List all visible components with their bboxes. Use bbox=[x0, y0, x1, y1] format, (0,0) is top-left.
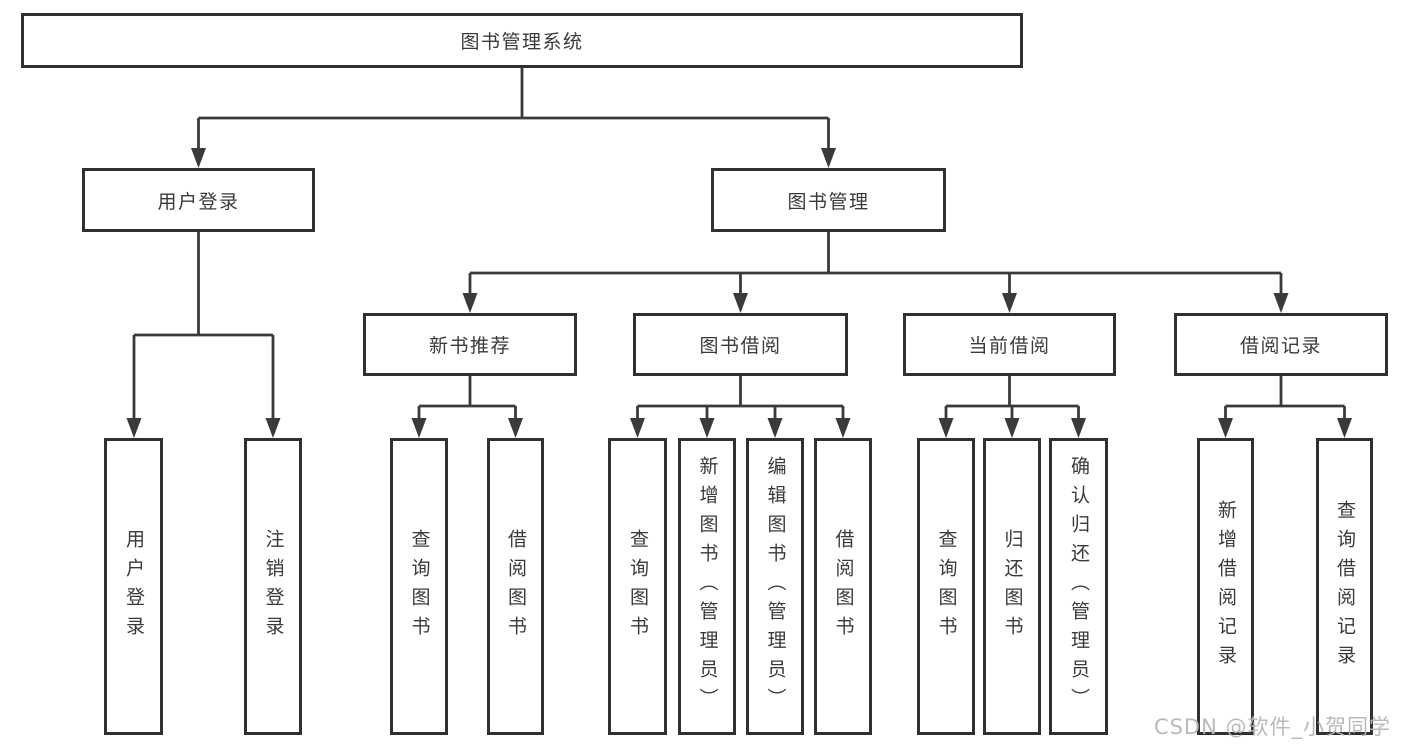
arrowheads bbox=[126, 148, 1352, 438]
leaf-label: 新增借阅记录 bbox=[1215, 499, 1237, 674]
leaf-label: 编辑图书（管理员） bbox=[764, 456, 787, 717]
leaf-label: 查询图书 bbox=[935, 528, 958, 645]
node-user-login: 用户登录 bbox=[82, 168, 315, 232]
leaf-label: 借阅图书 bbox=[505, 528, 527, 645]
leaf-query-books-current: 查询图书 bbox=[917, 438, 975, 735]
leaf-label: 查询图书 bbox=[408, 528, 431, 645]
leaf-add-book-admin: 新增图书（管理员） bbox=[678, 438, 736, 735]
node-book-management: 图书管理 bbox=[711, 168, 946, 232]
node-new-book-recommendation: 新书推荐 bbox=[363, 313, 577, 376]
leaf-logout: 注销登录 bbox=[244, 438, 302, 735]
leaf-label: 注销登录 bbox=[262, 528, 285, 645]
node-label: 图书管理 bbox=[787, 190, 870, 213]
leaf-label: 新增图书（管理员） bbox=[696, 456, 719, 717]
node-borrowing-records: 借阅记录 bbox=[1174, 313, 1388, 376]
leaf-label: 查询借阅记录 bbox=[1334, 499, 1356, 674]
leaf-label: 归还图书 bbox=[1001, 528, 1024, 645]
node-label: 新书推荐 bbox=[428, 335, 511, 357]
node-label: 用户登录 bbox=[157, 190, 240, 213]
leaf-return-books: 归还图书 bbox=[983, 438, 1041, 735]
leaf-label: 确认归还（管理员） bbox=[1068, 456, 1090, 717]
node-label: 图书借阅 bbox=[699, 335, 782, 357]
leaf-borrow-books: 借阅图书 bbox=[814, 438, 872, 735]
leaf-confirm-return-admin: 确认归还（管理员） bbox=[1049, 438, 1108, 735]
leaf-query-borrow-record: 查询借阅记录 bbox=[1316, 438, 1373, 735]
leaf-query-books-borrowing: 查询图书 bbox=[608, 438, 667, 735]
leaf-label: 查询图书 bbox=[627, 528, 649, 645]
node-label: 图书管理系统 bbox=[460, 31, 584, 53]
node-book-borrowing: 图书借阅 bbox=[633, 313, 848, 376]
leaf-add-borrow-record: 新增借阅记录 bbox=[1197, 438, 1254, 735]
node-current-borrowing: 当前借阅 bbox=[903, 313, 1116, 376]
leaf-user-login: 用户登录 bbox=[104, 438, 163, 735]
csdn-watermark: CSDN @软件_小贺同学 bbox=[1153, 715, 1391, 739]
leaf-edit-book-admin: 编辑图书（管理员） bbox=[746, 438, 804, 735]
node-label: 借阅记录 bbox=[1239, 335, 1322, 357]
leaf-query-books-recommend: 查询图书 bbox=[390, 438, 448, 735]
leaf-label: 用户登录 bbox=[123, 528, 145, 645]
node-library-management-system: 图书管理系统 bbox=[21, 13, 1023, 68]
leaf-borrow-books-recommend: 借阅图书 bbox=[487, 438, 544, 735]
node-label: 当前借阅 bbox=[968, 335, 1051, 357]
leaf-label: 借阅图书 bbox=[832, 528, 855, 645]
